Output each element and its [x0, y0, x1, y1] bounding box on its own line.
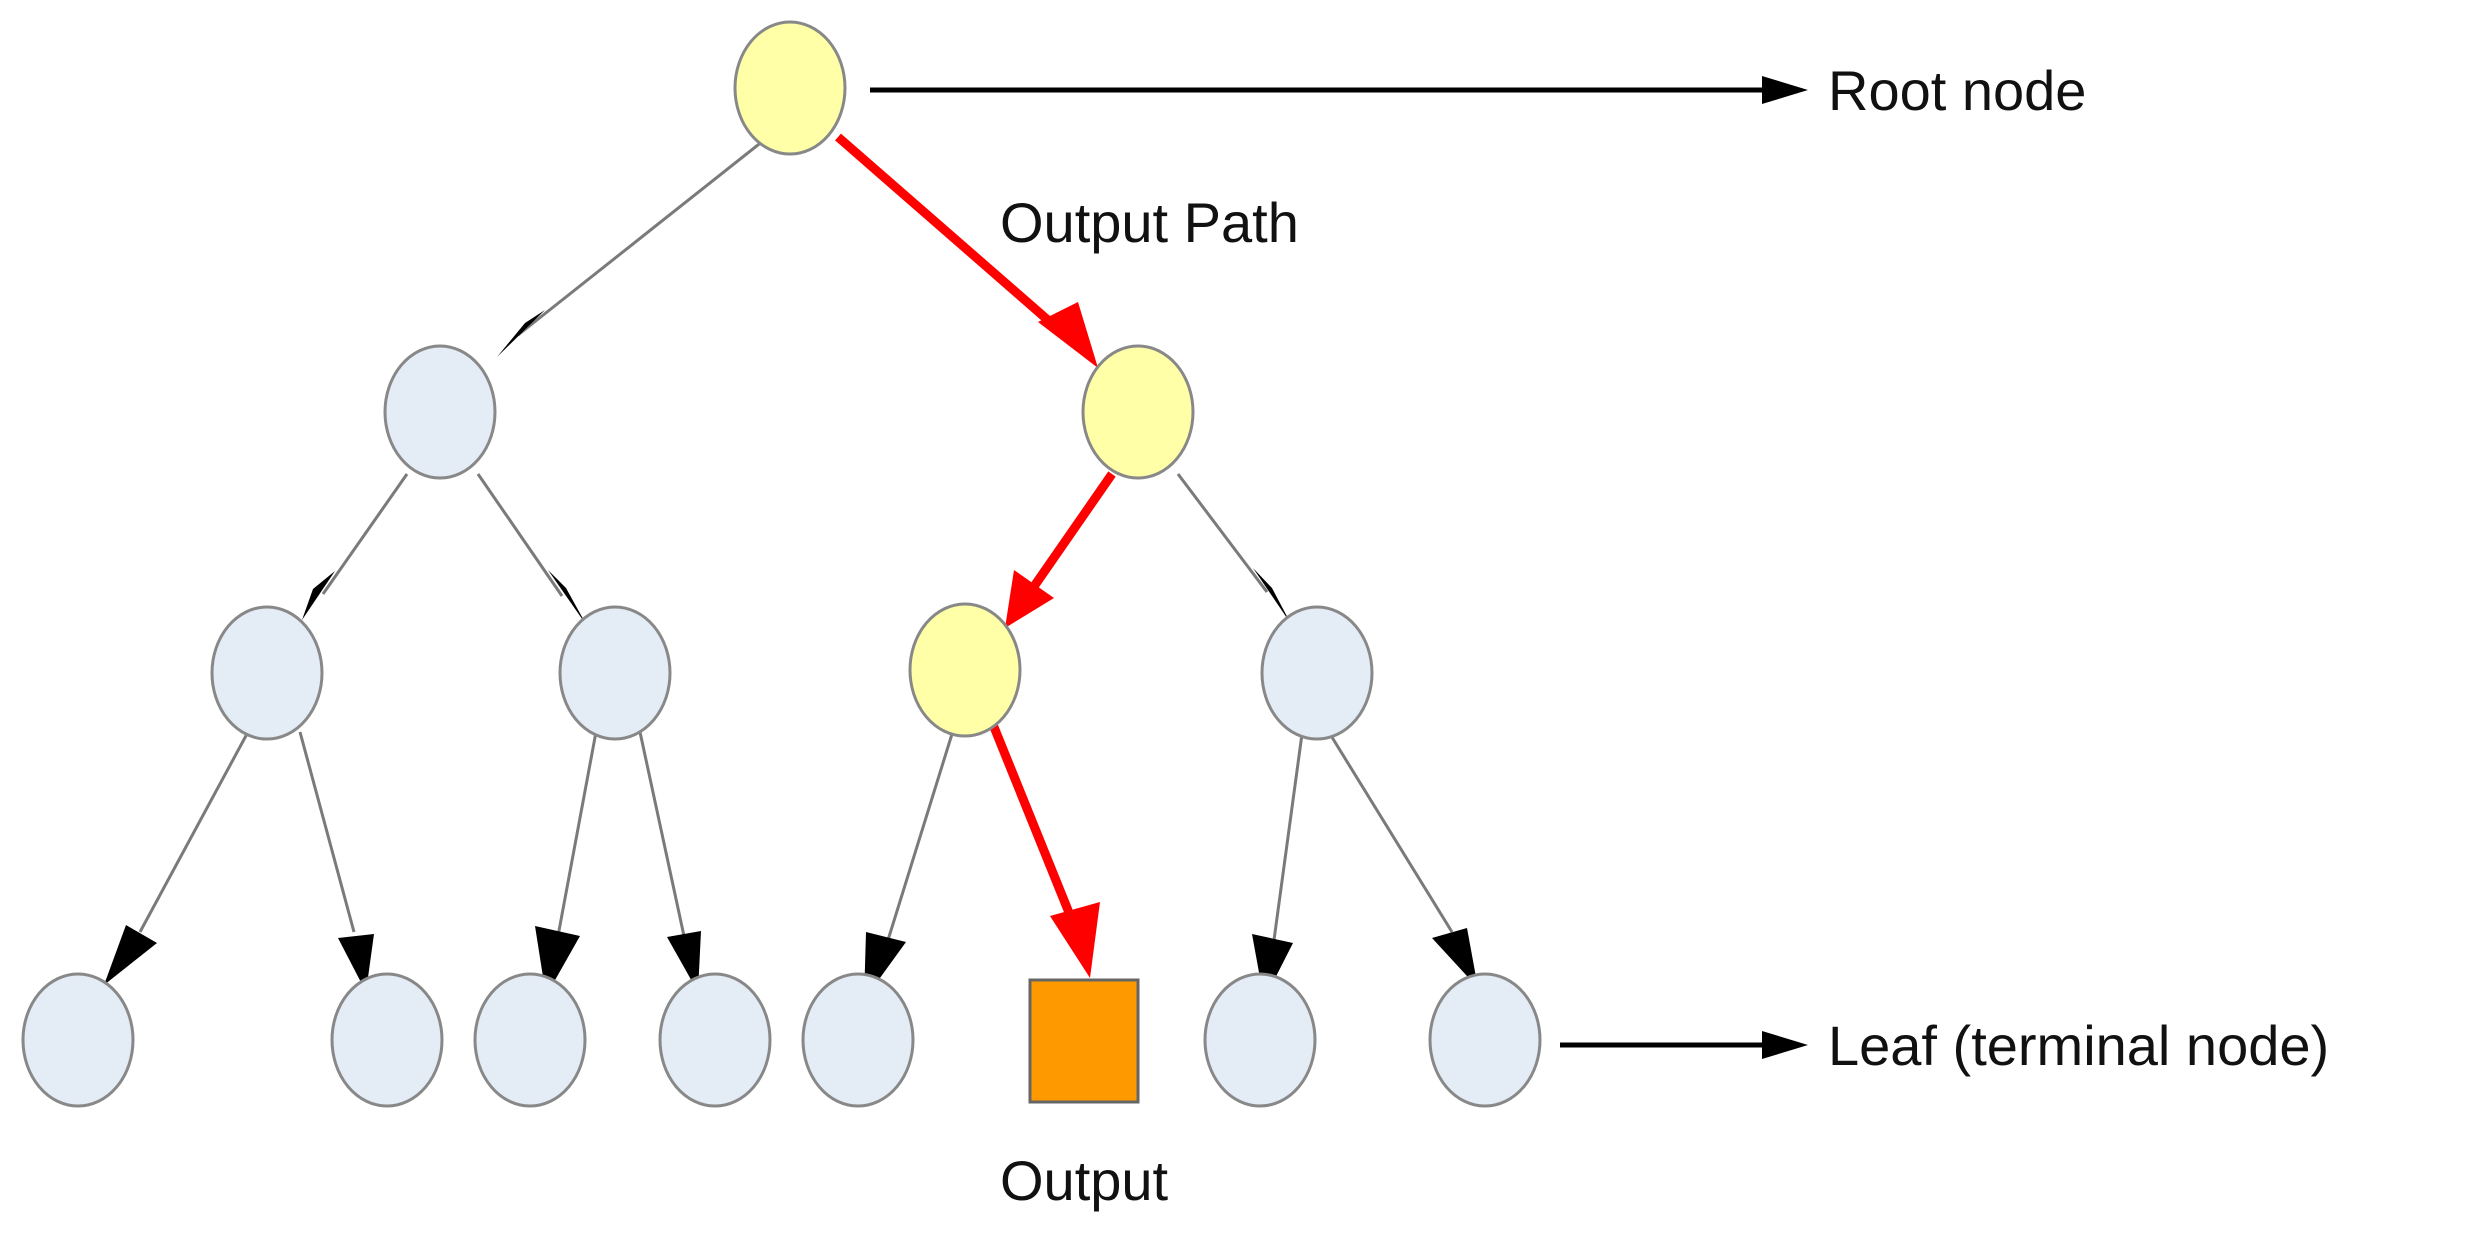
edge-right-to-rr: [1176, 473, 1269, 593]
arrowhead-rr: [1253, 568, 1291, 624]
arrowhead-leaf1: [104, 925, 157, 985]
root-node: [733, 20, 847, 156]
node-level2-3: [908, 602, 1022, 738]
edge-lr-to-leaf3: [556, 731, 598, 937]
edge-ll-to-leaf2: [298, 731, 356, 933]
root-node-label: Root node: [1828, 59, 2086, 122]
path-arrowhead-output: [1050, 902, 1100, 978]
output-leaf-node: [1028, 978, 1140, 1104]
leaf-label: Leaf (terminal node): [1828, 1014, 2329, 1077]
output-label: Output: [1000, 1149, 1169, 1212]
edge-rr-to-leaf7: [1272, 733, 1304, 941]
tree-edges: [138, 135, 1454, 941]
arrowhead-leaf4: [667, 931, 701, 992]
leaf-node-5: [801, 972, 915, 1108]
node-level2-2: [558, 605, 672, 741]
output-path-label: Output Path: [1000, 191, 1299, 254]
edge-rl-to-leaf5: [886, 733, 954, 941]
root-pointer-arrowhead: [1762, 76, 1808, 104]
arrowhead-ll: [302, 571, 335, 620]
path-arrowhead-right: [1038, 302, 1098, 368]
leaf-node-7: [1203, 972, 1317, 1108]
leaf-node-4: [658, 972, 772, 1108]
path-arrowhead-rl: [1005, 570, 1054, 628]
edge-rr-to-leaf8: [1328, 733, 1454, 933]
node-level2-1: [210, 605, 324, 741]
edge-left-to-lr: [476, 473, 564, 597]
edge-lr-to-leaf4: [638, 731, 686, 937]
tree-nodes: [21, 20, 1542, 1108]
leaf-node-8: [1428, 972, 1542, 1108]
output-path-arrows: [835, 133, 1116, 978]
arrowhead-leaf8: [1432, 928, 1478, 988]
node-level1-left: [383, 344, 497, 480]
arrowhead-left: [497, 310, 545, 357]
edge-root-to-left: [517, 135, 769, 337]
edge-ll-to-leaf1: [138, 731, 250, 933]
leaf-node-3: [473, 972, 587, 1108]
leaf-node-1: [21, 972, 135, 1108]
arrowhead-lr: [548, 570, 587, 626]
path-right-to-rl: [1031, 471, 1116, 588]
leaf-pointer-arrowhead: [1762, 1031, 1808, 1059]
node-level2-4: [1260, 605, 1374, 741]
path-rl-to-output: [987, 720, 1081, 932]
node-level1-right: [1081, 344, 1195, 480]
leaf-node-2: [330, 972, 444, 1108]
arrowhead-leaf2: [338, 934, 374, 992]
path-root-to-right: [835, 133, 1068, 339]
edge-left-to-ll: [321, 473, 409, 595]
